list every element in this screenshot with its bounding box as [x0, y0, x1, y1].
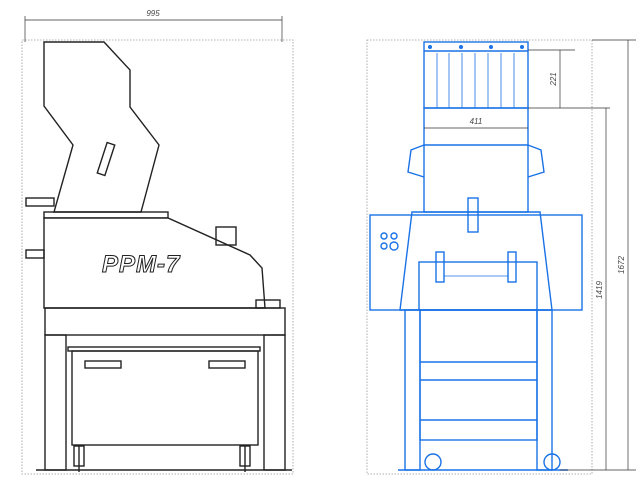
width-dimension: 995 [24, 9, 283, 42]
hopper-window [96, 141, 116, 177]
front-leg-right [536, 309, 553, 471]
side-clamp-lower [25, 249, 45, 259]
side-handle-right[interactable] [527, 144, 545, 178]
hopper-width-dimension: 411 [424, 117, 528, 129]
motor-cap [215, 226, 237, 246]
control-buttons[interactable] [380, 232, 399, 251]
caster-right [239, 445, 251, 472]
drawer-handle-right[interactable] [208, 360, 246, 369]
side-clamp-upper [25, 197, 55, 207]
total-height-label: 1672 [617, 256, 626, 274]
inlet-height-label: 1419 [595, 281, 604, 299]
cutting-chamber-body [43, 217, 266, 309]
hopper-height-dimension: 221 [528, 49, 610, 109]
front-caster-left [424, 453, 442, 471]
hopper-width-label: 411 [470, 117, 483, 126]
side-view-bounding-frame [21, 39, 294, 475]
caster-left [73, 445, 85, 472]
front-view: 221 411 1419 1672 [366, 39, 636, 475]
front-cabinet [419, 309, 538, 441]
screen-latch-right[interactable] [507, 251, 517, 283]
hopper-flap-curtain [423, 41, 529, 109]
front-caster-right [543, 453, 561, 471]
curtain-strips [436, 53, 515, 108]
front-view-bounding-frame [366, 39, 593, 475]
model-logo: PPM-7 [102, 251, 181, 278]
table-top [44, 307, 286, 336]
leg-left [44, 334, 67, 471]
screen-frame [418, 261, 538, 311]
chamber-trapezoid [399, 211, 553, 311]
hopper-bolts [428, 45, 524, 49]
hopper-flange [43, 211, 169, 219]
side-handle-left[interactable] [407, 144, 425, 178]
collection-drawer [71, 350, 259, 446]
screen-latch-left[interactable] [435, 251, 445, 283]
hopper-height-label: 221 [549, 72, 558, 86]
drawer-handle-left[interactable] [84, 360, 122, 369]
inlet-height-dimension: 1419 [595, 108, 607, 470]
total-height-dimension: 1672 [560, 39, 636, 471]
feed-hopper [43, 41, 160, 213]
leg-right [263, 334, 286, 471]
side-view: 995 PPM-7 [21, 9, 294, 475]
front-leg-left [404, 309, 421, 471]
width-dimension-label: 995 [146, 9, 160, 18]
